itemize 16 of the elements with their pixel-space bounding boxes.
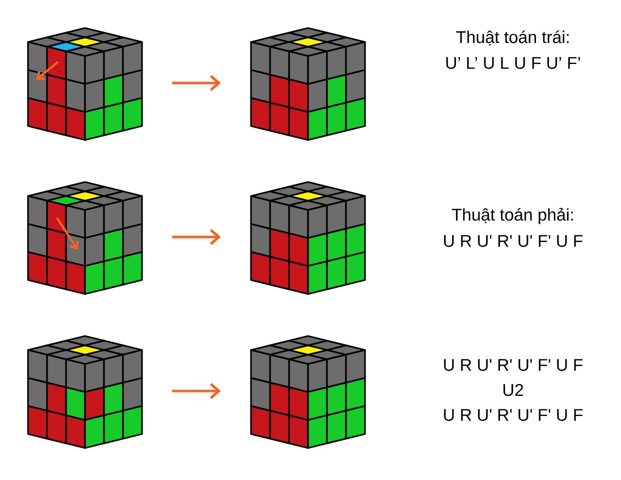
cube-drawing bbox=[27, 335, 143, 449]
cube-drawing bbox=[250, 181, 366, 295]
algorithm-text: U R U' R' U' F' U F bbox=[444, 235, 583, 247]
cube-drawing bbox=[250, 27, 366, 141]
algorithm-text: U R U' R' U' F' U F bbox=[444, 409, 583, 421]
algorithm-text: U R U' R' U' F' U F bbox=[444, 359, 583, 371]
algorithm-text: U’ L’ U L U F U’ F’ bbox=[446, 57, 580, 69]
arrow bbox=[172, 229, 221, 245]
algorithm-text: U2 bbox=[503, 384, 523, 396]
cube-drawing bbox=[250, 335, 366, 449]
algorithm-text: Thuật toán phải: bbox=[452, 208, 573, 224]
cube-drawing bbox=[27, 27, 143, 141]
cube-drawing bbox=[27, 181, 143, 295]
algorithm-text: Thuật toán trái: bbox=[456, 30, 569, 46]
arrow bbox=[172, 383, 221, 399]
arrow bbox=[172, 75, 221, 91]
